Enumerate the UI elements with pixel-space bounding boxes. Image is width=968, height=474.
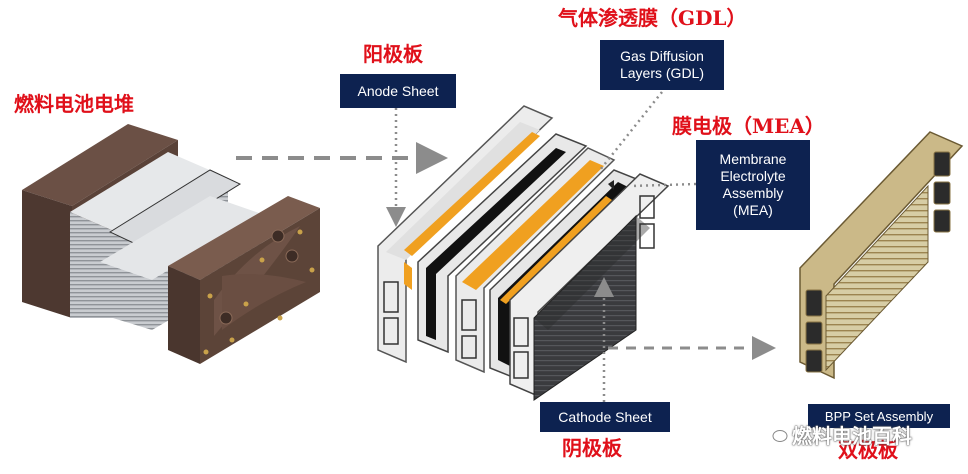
gdl-text-line-1: Gas Diffusion <box>620 48 704 64</box>
exploded-cell-layers-illustration <box>377 105 670 401</box>
cathode-sheet-box: Cathode Sheet <box>540 402 670 432</box>
fuel-cell-stack-label: 燃料电池电堆 <box>14 92 134 116</box>
anode-sheet-box: Anode Sheet <box>340 74 456 108</box>
gdl-box: Gas Diffusion Layers (GDL) <box>600 40 724 90</box>
mea-text-line-1: Membrane <box>719 151 787 167</box>
cathode-sheet-text: Cathode Sheet <box>558 408 652 425</box>
mea-box: Membrane Electrolyte Assembly (MEA) <box>696 140 810 230</box>
mea-label: 膜电极（MEA） <box>672 114 825 138</box>
bpp-set-assembly-text: BPP Set Assembly <box>824 408 934 424</box>
bipolar-plate-label: 双极板 <box>838 438 898 462</box>
watermark-wechat-icon <box>762 422 788 442</box>
bpp-set-assembly-box: BPP Set Assembly <box>808 404 950 428</box>
fuel-cell-stack-illustration <box>22 124 320 364</box>
anode-plate-label: 阳极板 <box>363 42 423 66</box>
gdl-text-line-2: Layers (GDL) <box>619 65 705 81</box>
anode-sheet-text: Anode Sheet <box>357 82 439 99</box>
gdl-label: 气体渗透膜（GDL） <box>558 6 747 30</box>
bipolar-plate-illustration <box>799 131 964 380</box>
gdl-leader-line <box>599 91 663 171</box>
mea-text-line-3: Assembly <box>722 185 784 201</box>
watermark-text: 燃料电池百科 <box>792 424 912 448</box>
mea-text-line-2: Electrolyte <box>720 168 786 184</box>
cathode-plate-label: 阴极板 <box>562 436 622 460</box>
mea-text-line-4: (MEA) <box>733 202 773 218</box>
